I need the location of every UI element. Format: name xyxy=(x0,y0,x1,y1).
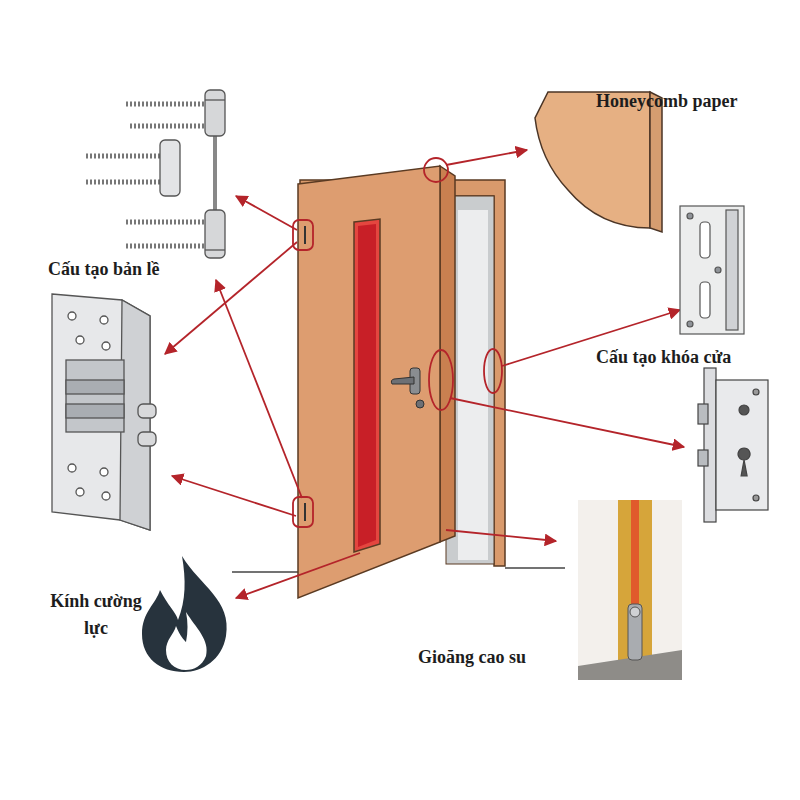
strike-plate xyxy=(680,206,744,334)
hinge-drawing xyxy=(86,154,162,159)
callout-outline xyxy=(304,226,306,244)
hinge-drawing xyxy=(126,244,205,249)
door-handle xyxy=(391,377,414,384)
leader-arrow xyxy=(172,476,296,516)
mortise-lock xyxy=(704,368,716,522)
hinge-plate xyxy=(76,336,84,344)
hinge-plate xyxy=(76,488,84,496)
hinge-plate xyxy=(68,312,110,500)
hinge-plate xyxy=(68,464,76,472)
door-frame xyxy=(458,210,488,560)
gasket-photo xyxy=(630,607,640,617)
hinge-plate xyxy=(100,468,108,476)
strike-plate xyxy=(726,210,738,330)
gasket-photo xyxy=(618,500,652,672)
hinge-drawing xyxy=(86,180,162,185)
hinge-drawing xyxy=(86,104,205,246)
part-label: Cấu tạo khóa cửa xyxy=(596,344,796,371)
hinge-plate xyxy=(66,360,124,432)
leader-arrow xyxy=(446,150,527,165)
door-handle xyxy=(416,400,424,408)
mortise-lock xyxy=(716,380,768,510)
strike-plate xyxy=(687,213,721,327)
gasket-photo xyxy=(578,500,682,680)
hinge-plate xyxy=(138,404,156,418)
hinge-plate xyxy=(102,492,110,500)
gasket-photo xyxy=(578,500,682,680)
part-label: Gioăng cao su xyxy=(418,644,588,671)
honeycomb-panel xyxy=(535,92,650,228)
mortise-lock xyxy=(753,495,759,501)
mortise-lock xyxy=(739,405,749,415)
floor-line xyxy=(232,568,565,572)
strike-plate xyxy=(700,282,710,318)
door-leaf xyxy=(298,166,455,598)
honeycomb-panel xyxy=(535,92,662,232)
hinge-drawing xyxy=(126,102,205,107)
mortise-lock xyxy=(698,450,708,466)
leader-arrow xyxy=(216,280,302,498)
hinge-drawing xyxy=(205,249,225,250)
hinge-drawing xyxy=(126,220,205,225)
strike-plate xyxy=(680,206,744,334)
hinge-drawing xyxy=(213,134,217,212)
part-label: Honeycomb paper xyxy=(596,88,796,115)
callout-outline xyxy=(304,503,306,521)
hinge-plate xyxy=(66,404,124,418)
door-handle xyxy=(391,368,424,408)
door-leaf xyxy=(298,166,440,598)
fire-icon xyxy=(142,556,227,672)
honeycomb-panel xyxy=(650,92,662,232)
floor-line xyxy=(232,571,300,573)
leader-arrow xyxy=(446,530,556,541)
strike-plate xyxy=(715,267,721,273)
hinge-plate xyxy=(102,342,110,350)
callout-outline xyxy=(484,349,502,393)
hinge-plate xyxy=(52,294,156,530)
hinge-drawing xyxy=(160,140,180,196)
hinge-drawing xyxy=(205,99,225,100)
mortise-lock xyxy=(698,368,768,522)
strike-plate xyxy=(687,321,693,327)
callout-outline xyxy=(293,220,313,250)
door-leaf xyxy=(354,219,380,552)
hinge-drawing xyxy=(86,90,225,258)
door-leaf xyxy=(358,224,376,547)
hinge-plate xyxy=(100,316,108,324)
callout-outline xyxy=(429,350,453,410)
leader-arrow xyxy=(450,398,684,447)
hinge-plate xyxy=(66,380,124,394)
callout-outline xyxy=(293,158,502,527)
hinge-drawing xyxy=(205,210,225,258)
hinge-drawing xyxy=(130,124,205,129)
fire-icon xyxy=(142,556,227,672)
strike-plate xyxy=(700,222,710,258)
part-label: Kính cường lực xyxy=(40,588,152,642)
hinge-plate xyxy=(68,312,76,320)
strike-plate xyxy=(687,213,693,219)
mortise-lock xyxy=(753,389,759,395)
hinge-plate xyxy=(52,294,150,530)
fire-icon xyxy=(166,612,207,670)
hinge-drawing xyxy=(205,90,225,136)
part-label: Cấu tạo bản lề xyxy=(48,256,238,283)
callout-outline xyxy=(424,158,448,182)
leader-arrow xyxy=(236,196,297,230)
mortise-lock xyxy=(738,448,750,476)
leader-arrow xyxy=(236,553,360,598)
gasket-photo xyxy=(628,604,642,660)
mortise-lock xyxy=(698,404,708,424)
hinge-plate xyxy=(138,432,156,446)
callout-outline xyxy=(293,497,313,527)
floor-line xyxy=(505,567,565,569)
leader-arrow xyxy=(165,242,297,354)
